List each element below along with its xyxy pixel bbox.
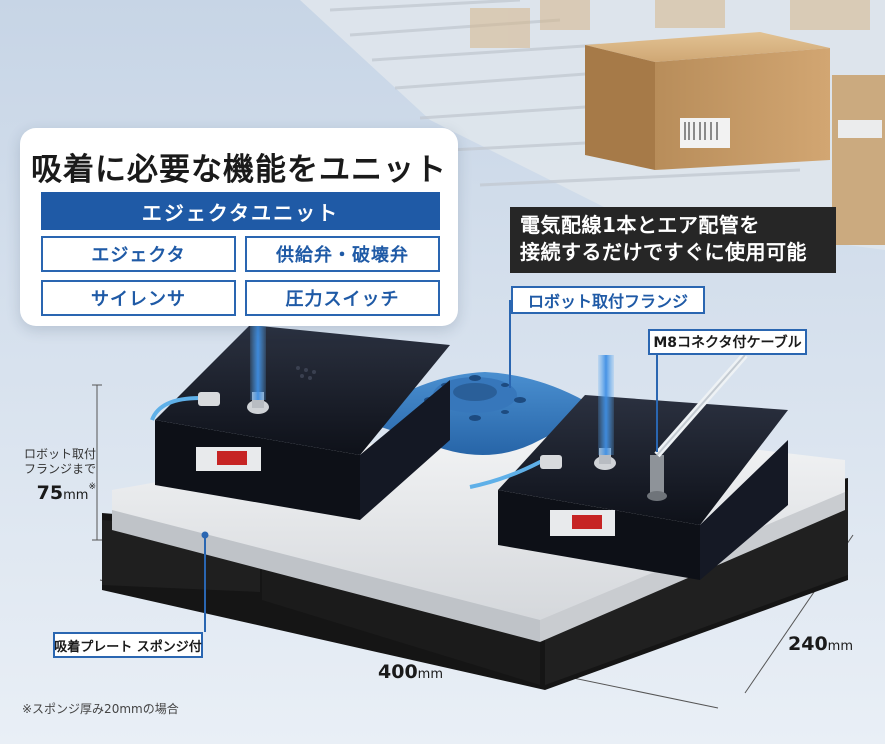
leader-lines xyxy=(201,300,658,632)
left-ejector-unit xyxy=(150,325,450,520)
width-value: 400 xyxy=(378,661,418,683)
plate-label: 吸着プレート スポンジ付 xyxy=(53,632,203,658)
width-dimension: 400mm xyxy=(378,661,443,683)
feature-card: 吸着に必要な機能をユニット化 エジェクタユニット エジェクタ 供給弁・破壊弁 サ… xyxy=(20,128,458,326)
depth-unit: mm xyxy=(827,639,853,654)
cardboard-box xyxy=(585,32,830,170)
function-silencer: サイレンサ xyxy=(41,280,236,316)
footnote: ※スポンジ厚み20mmの場合 xyxy=(22,702,179,716)
height-footnote-mark: ※ xyxy=(88,482,96,492)
function-pressure-switch: 圧力スイッチ xyxy=(245,280,440,316)
depth-dimension: 240mm xyxy=(788,633,853,655)
right-ejector-unit xyxy=(469,352,788,580)
height-note-line2: フランジまで xyxy=(23,462,96,476)
depth-value: 240 xyxy=(788,633,828,655)
air-tube-left xyxy=(250,318,266,400)
air-tube-right xyxy=(598,355,614,455)
background-boxes xyxy=(470,0,870,48)
height-unit: mm xyxy=(63,488,89,503)
function-ejector: エジェクタ xyxy=(41,236,236,272)
height-note-line1: ロボット取付 xyxy=(23,447,96,461)
side-box xyxy=(832,75,885,245)
height-dimension: 75mm※ xyxy=(14,482,96,504)
flange-label: ロボット取付フランジ xyxy=(511,286,705,314)
function-valves: 供給弁・破壊弁 xyxy=(245,236,440,272)
cable-label: M8コネクタ付ケーブル xyxy=(648,329,807,355)
height-note: ロボット取付 フランジまで xyxy=(10,447,96,477)
unit-name-banner: エジェクタユニット xyxy=(41,192,440,230)
height-value: 75 xyxy=(36,482,64,504)
wiring-callout-line2: 接続するだけですぐに使用可能 xyxy=(520,240,807,264)
width-unit: mm xyxy=(417,667,443,682)
wiring-callout: 電気配線1本とエア配管を 接続するだけですぐに使用可能 xyxy=(510,207,836,273)
wiring-callout-line1: 電気配線1本とエア配管を xyxy=(520,213,760,237)
